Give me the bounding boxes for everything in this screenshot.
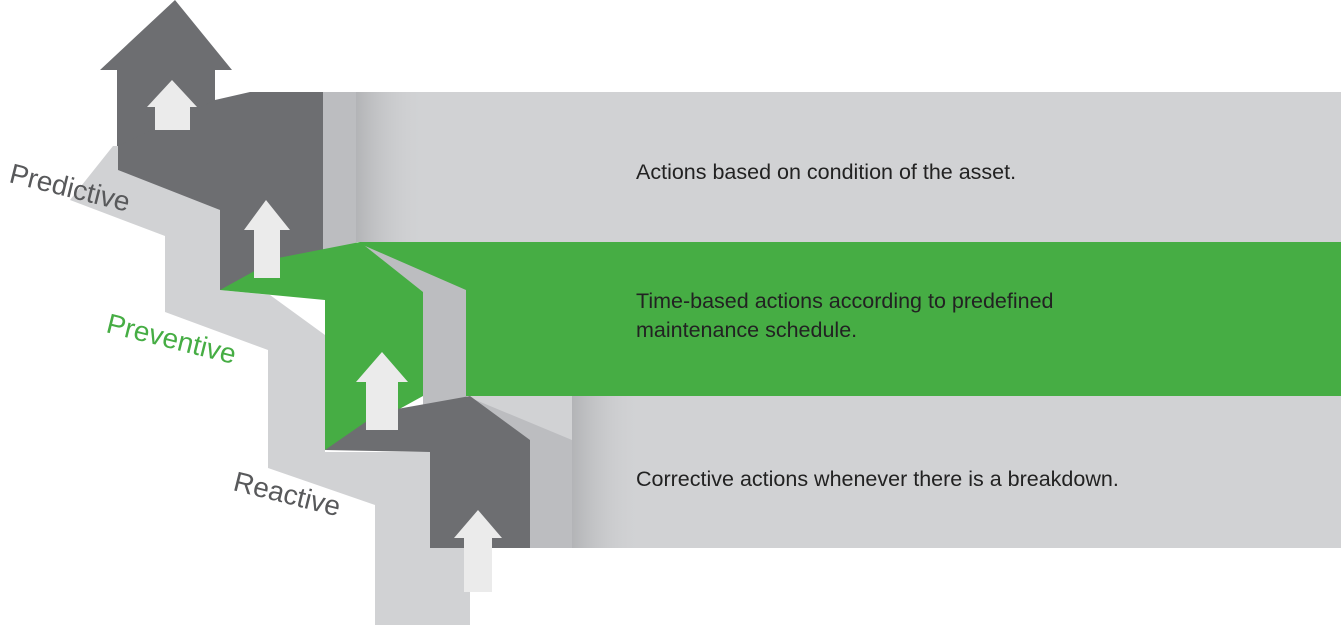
band-preventive (360, 242, 1341, 396)
arrow-up-top-icon (147, 80, 197, 130)
arrow-up-reactive-icon (454, 510, 502, 592)
stair-ribbon-left (70, 146, 470, 625)
bottom-step-face (325, 396, 530, 548)
description-predictive-line-1: Actions based on condition of the asset. (636, 160, 1017, 184)
band-predictive (250, 92, 1341, 242)
description-preventive-line-2: maintenance schedule. (636, 318, 858, 342)
description-reactive-line-1: Corrective actions whenever there is a b… (636, 467, 1119, 491)
band-shadow-predictive (356, 92, 426, 242)
description-predictive: Actions based on condition of the asset. (636, 158, 1016, 187)
band-shadow-reactive (572, 396, 642, 548)
arrow-up-preventive-icon (356, 352, 408, 430)
arrow-up-predictive-icon (244, 200, 290, 278)
description-reactive: Corrective actions whenever there is a b… (636, 465, 1119, 494)
description-preventive-line-1: Time-based actions according to predefin… (636, 289, 1054, 313)
description-preventive: Time-based actions according to predefin… (636, 287, 1054, 345)
